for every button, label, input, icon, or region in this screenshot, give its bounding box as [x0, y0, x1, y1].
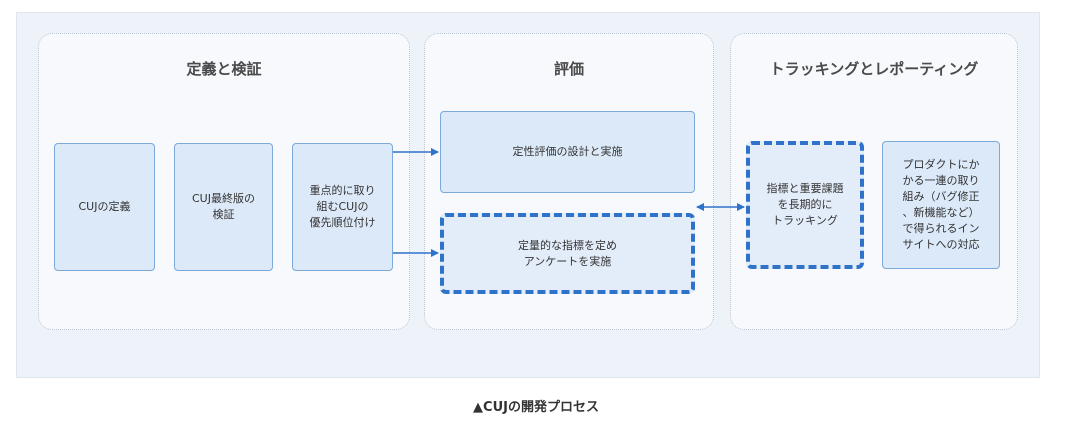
box-quantitative-metrics-survey: 定量的な指標を定め アンケートを実施	[440, 213, 695, 294]
box-cuj-prioritization: 重点的に取り 組むCUJの 優先順位付け	[292, 143, 393, 271]
box-cuj-final-verification: CUJ最終版の 検証	[174, 143, 273, 271]
diagram-caption: ▲CUJの開発プロセス	[473, 400, 599, 415]
section-title-define-verify: 定義と検証	[186, 60, 262, 78]
section-title-tracking-reporting: トラッキングとレポーティング	[769, 60, 979, 78]
section-title-evaluation: 評価	[553, 60, 584, 78]
box-insights-response: プロダクトにか かる一連の取り 組み（バグ修正 、新機能など） で得られるイン …	[882, 141, 1000, 269]
box-cuj-definition: CUJの定義	[54, 143, 155, 271]
box-long-term-tracking: 指標と重要課題 を長期的に トラッキング	[746, 141, 864, 269]
box-qualitative-evaluation: 定性評価の設計と実施	[440, 111, 695, 193]
